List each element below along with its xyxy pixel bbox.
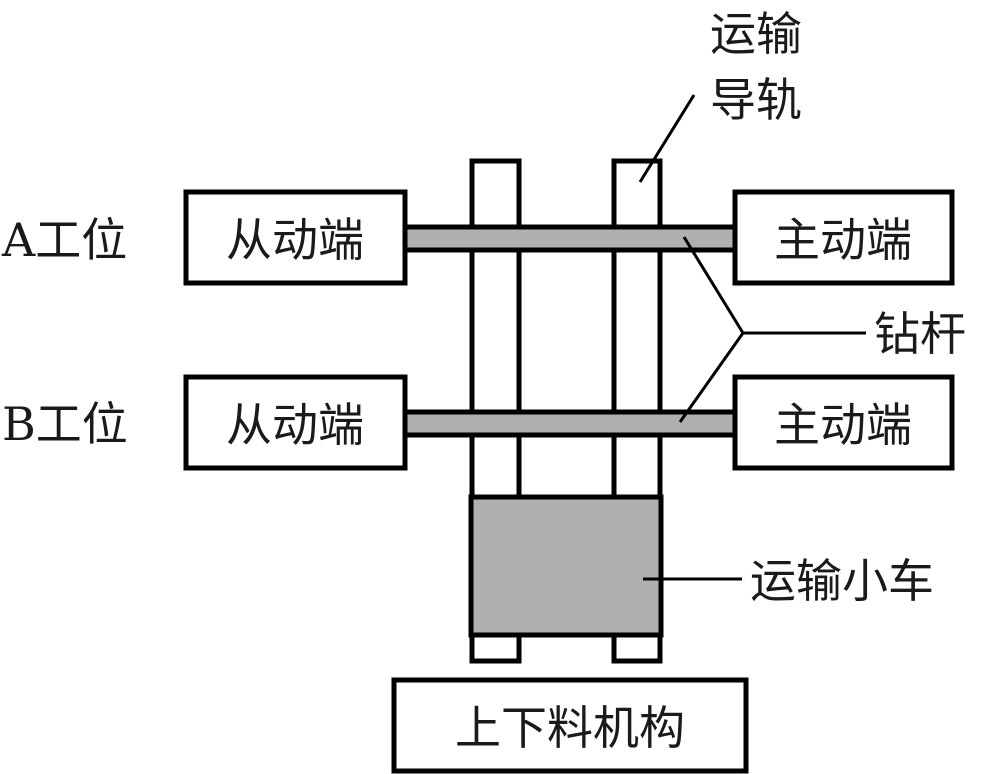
- loader-label: 上下料机构: [455, 701, 685, 755]
- loader-box: [391, 677, 749, 774]
- station-b-master-label: 主动端: [774, 398, 912, 452]
- station-a-label: A工位: [1, 213, 127, 267]
- station-b-slave-label: 从动端: [226, 398, 364, 452]
- cart-label: 运输小车: [750, 554, 934, 608]
- station-a-slave-label: 从动端: [226, 213, 364, 267]
- station-b-master-box: [732, 374, 955, 471]
- drill-rod-label: 钻杆: [874, 307, 966, 361]
- rail-leader-line: [638, 94, 696, 183]
- rod-leader-line-b: [678, 332, 745, 423]
- rod-leader-line-a: [682, 236, 745, 334]
- station-a-master-label: 主动端: [774, 213, 912, 267]
- station-a-master-box: [732, 189, 955, 286]
- rail-label-line2: 导轨: [710, 73, 802, 127]
- station-a-slave-box: [183, 189, 408, 286]
- station-b-label: B工位: [2, 397, 128, 451]
- transport-cart: [468, 494, 664, 638]
- rail-label-line1: 运输: [710, 7, 802, 61]
- station-b-slave-box: [183, 374, 408, 471]
